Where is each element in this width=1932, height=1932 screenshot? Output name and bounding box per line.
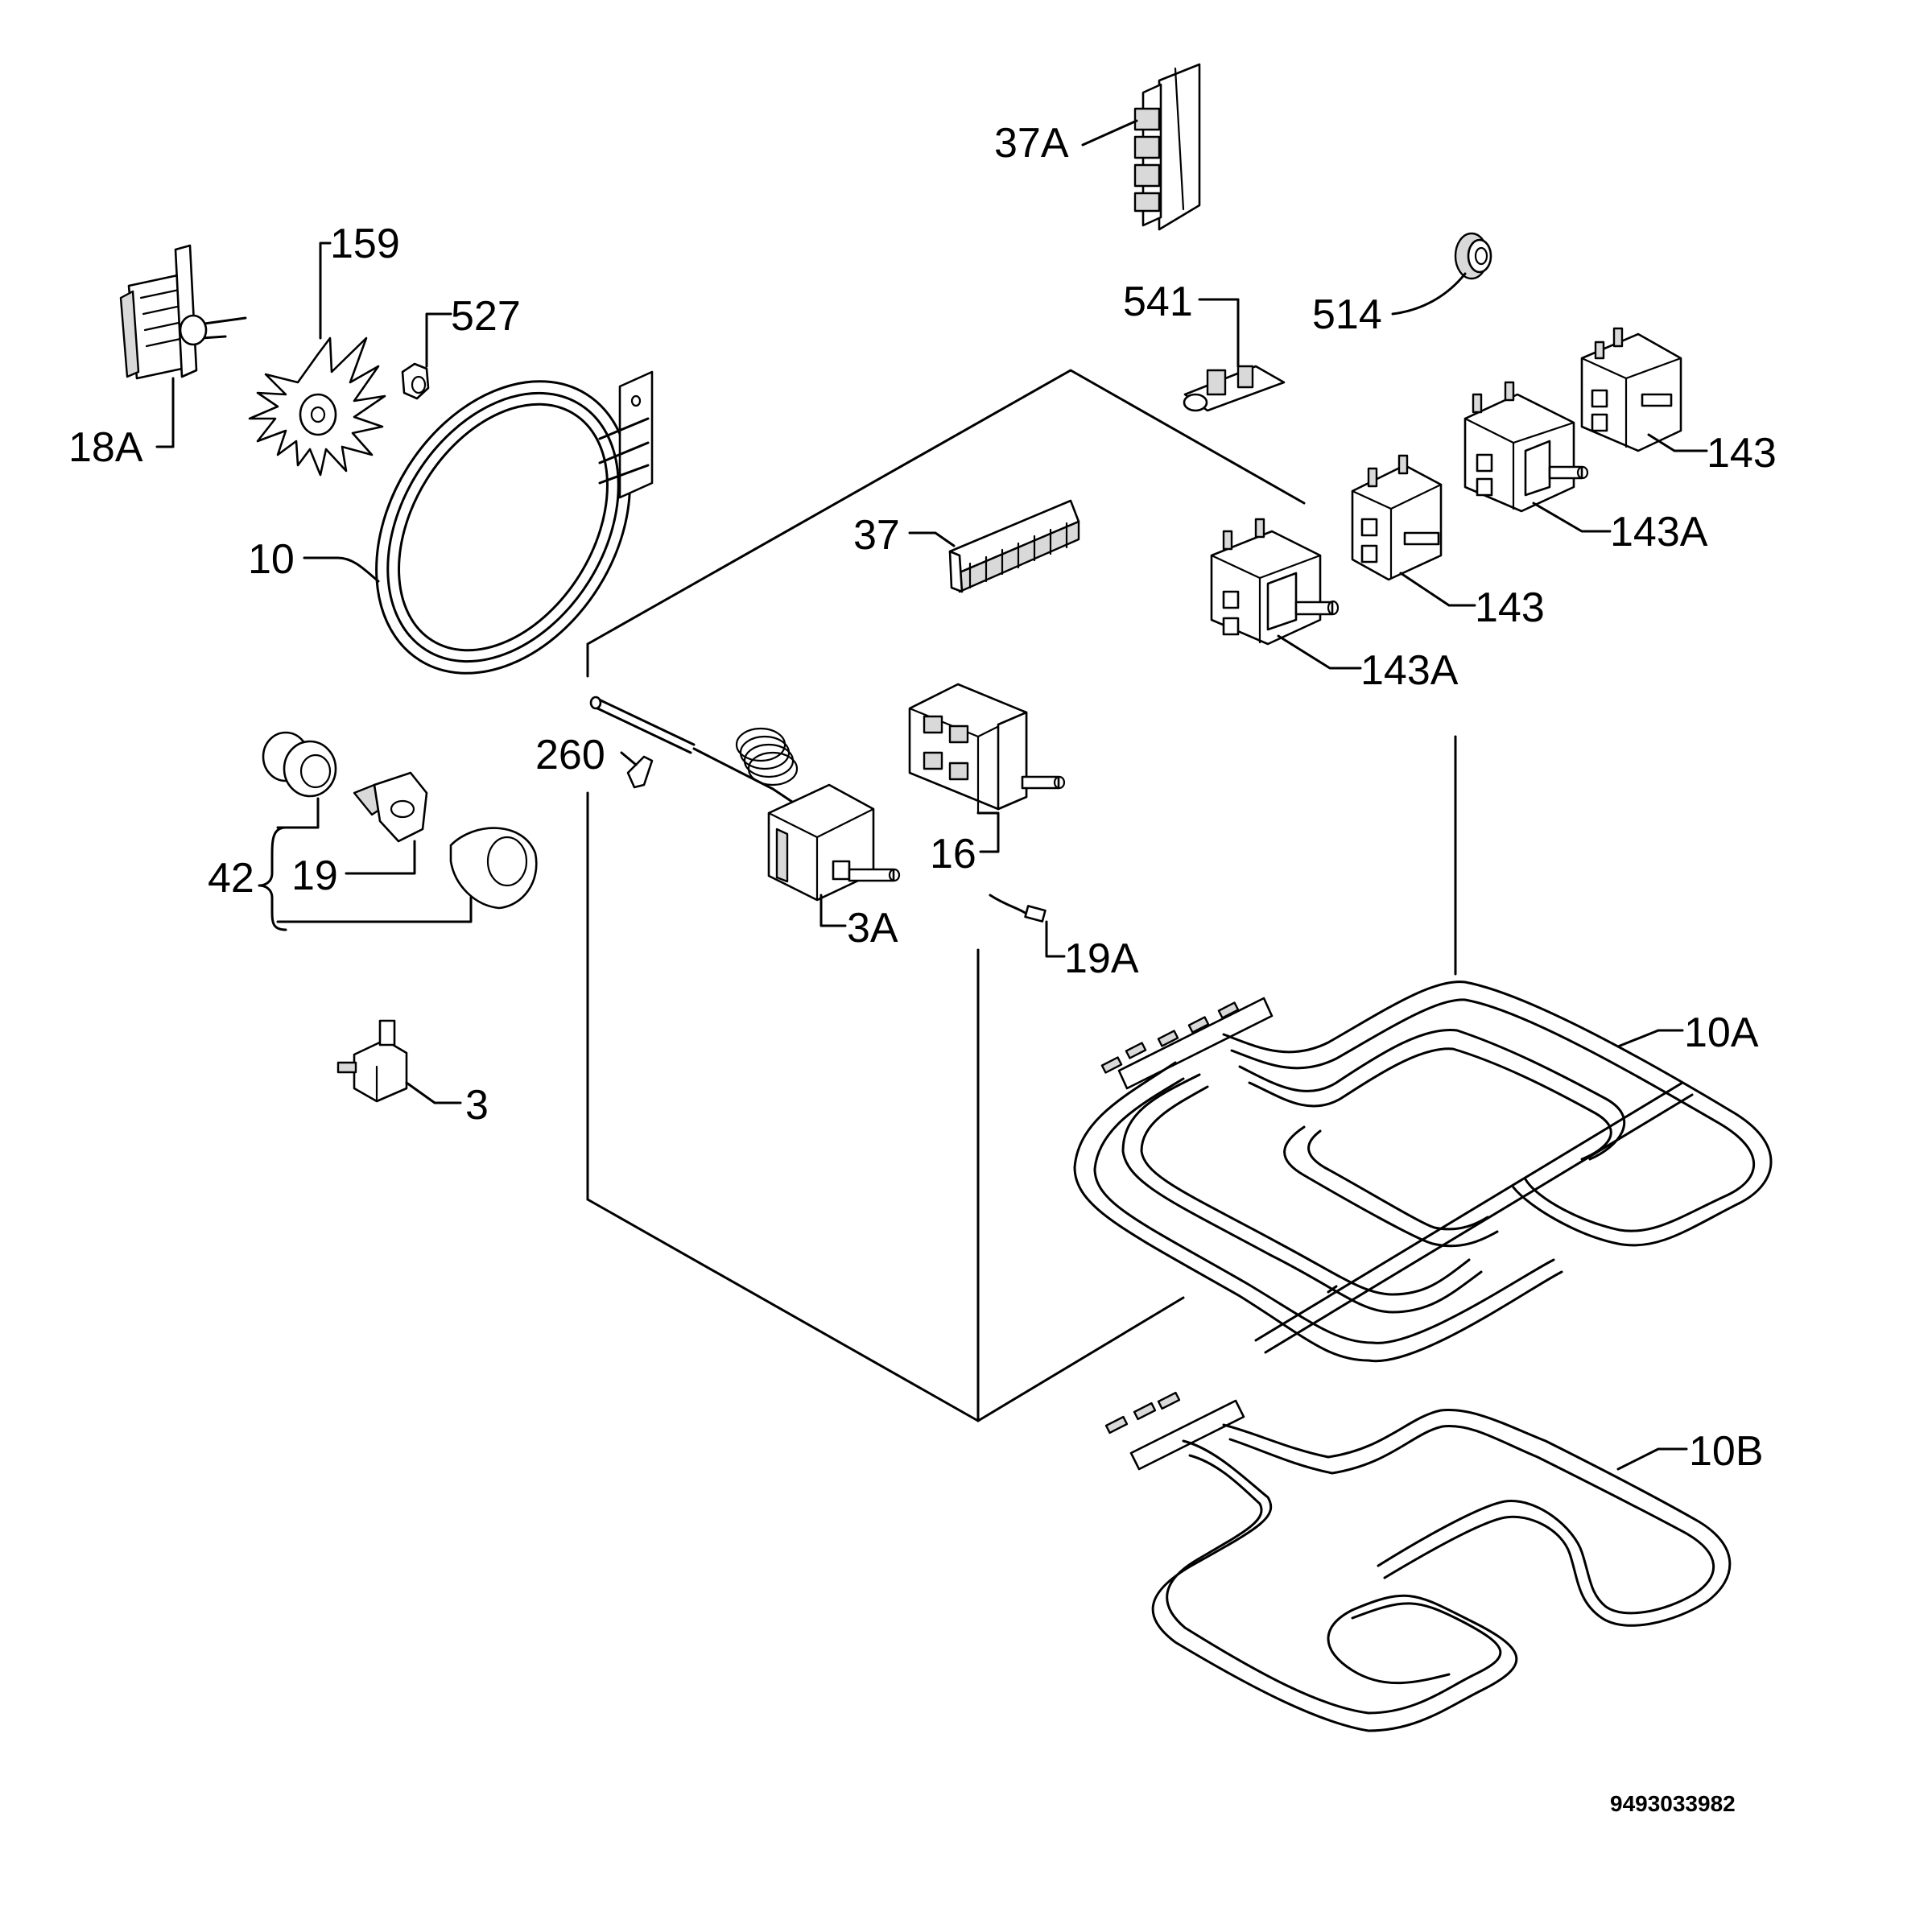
leader-541: [1198, 298, 1240, 368]
label-159: 159: [330, 221, 400, 267]
leader-527: [425, 312, 452, 368]
leader-19: [345, 840, 416, 875]
fan-motor-18a: [119, 244, 247, 380]
thermostat-3a: [767, 783, 901, 902]
function-switch-16: [908, 683, 1066, 815]
thermostat-bulb-260: [589, 696, 799, 807]
label-37a: 37A: [994, 120, 1069, 167]
leader-514: [1391, 272, 1467, 316]
label-143a-top: 143A: [1610, 509, 1708, 555]
bottom-element-10b: [1104, 1391, 1732, 1732]
label-143a-mid: 143A: [1360, 647, 1459, 694]
energy-regulator-143a-mid: [1210, 518, 1340, 646]
label-541: 541: [1123, 279, 1193, 325]
leader-42-lamp-holder: [276, 797, 320, 829]
label-10a: 10A: [1684, 1009, 1759, 1056]
label-3a: 3A: [847, 905, 898, 952]
label-18a: 18A: [68, 424, 143, 471]
label-16: 16: [930, 831, 976, 877]
leader-19a: [1045, 920, 1066, 958]
label-19: 19: [291, 852, 338, 899]
leader-143-mid: [1399, 572, 1476, 607]
leader-260: [620, 751, 638, 766]
leader-37a: [1081, 119, 1138, 147]
brace-42: [258, 826, 287, 931]
lamp-bush-514: [1454, 232, 1492, 280]
label-514: 514: [1312, 291, 1382, 338]
lamp-assembly-42: [262, 731, 538, 910]
leader-18a: [155, 377, 175, 448]
label-10: 10: [248, 536, 295, 583]
label-42: 42: [208, 855, 254, 902]
energy-regulator-143-top: [1580, 327, 1682, 452]
label-19a: 19A: [1064, 935, 1139, 982]
leader-3: [405, 1081, 462, 1104]
leader-16: [976, 811, 1000, 853]
leader-10a: [1616, 1029, 1684, 1048]
leader-159: [319, 242, 332, 340]
leader-143a-mid: [1277, 634, 1362, 670]
label-10b: 10B: [1689, 1428, 1764, 1475]
oven-cavity-outline: [586, 369, 1457, 1422]
label-527: 527: [451, 293, 521, 340]
circular-heating-element-10: [375, 370, 654, 675]
thermal-sensor-541: [1183, 365, 1286, 412]
energy-regulator-143a-top: [1463, 381, 1589, 513]
label-260: 260: [535, 732, 605, 778]
leader-37: [908, 531, 956, 547]
leader-10: [303, 556, 380, 583]
grill-element-10a: [1073, 980, 1773, 1363]
leader-143-top: [1647, 433, 1708, 452]
leader-3a: [819, 894, 847, 927]
leader-42-cover: [276, 896, 473, 923]
leader-143a-top: [1532, 502, 1612, 533]
label-143-top: 143: [1707, 430, 1777, 477]
leader-10b: [1616, 1447, 1688, 1471]
terminal-block-37a: [1133, 63, 1201, 231]
label-143-mid: 143: [1475, 584, 1545, 631]
sensor-19a: [989, 894, 1046, 923]
terminal-strip-37: [948, 499, 1080, 593]
fan-blade-159: [248, 336, 386, 477]
document-number: 9493033982: [1610, 1791, 1736, 1816]
label-3: 3: [465, 1082, 489, 1129]
safety-thermostat-3: [336, 1019, 408, 1103]
label-37: 37: [853, 512, 900, 559]
energy-regulator-143-mid: [1351, 454, 1443, 581]
fan-nut-527: [401, 362, 430, 400]
